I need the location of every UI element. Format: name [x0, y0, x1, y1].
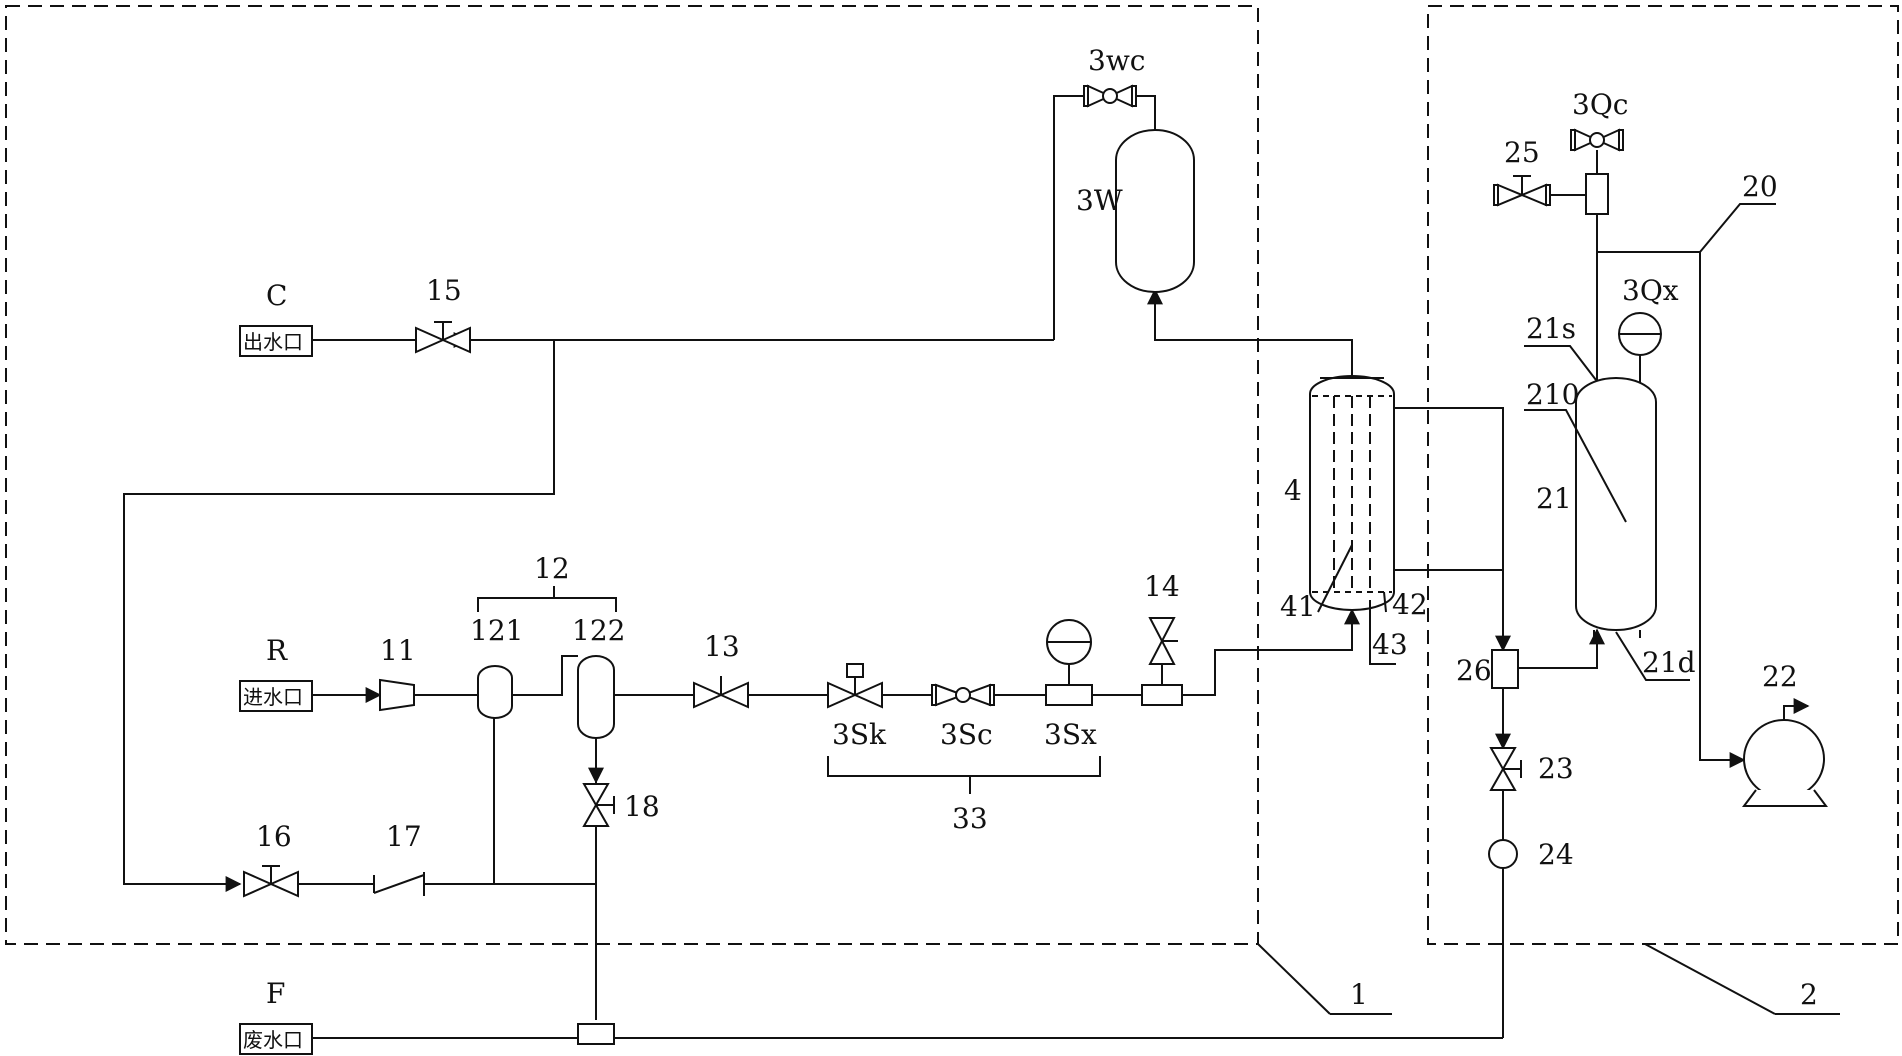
reducer-11: [379, 678, 415, 712]
inlet-port-letter: R: [266, 634, 288, 667]
label-21s: 21s: [1526, 312, 1576, 345]
label-16: 16: [256, 820, 292, 853]
label-4: 4: [1284, 474, 1302, 507]
waste-port-text: 废水口: [243, 1028, 303, 1052]
valve-16: [243, 865, 299, 898]
label-210: 210: [1526, 378, 1579, 411]
waste-tee: [577, 1023, 615, 1045]
flow-restrictor-24: [1488, 839, 1518, 869]
label-21: 21: [1536, 482, 1572, 515]
label-11: 11: [380, 634, 416, 667]
outlet-port-text: 出水口: [243, 330, 303, 354]
label-1: 1: [1350, 978, 1368, 1011]
valve-3qc: [1570, 128, 1624, 174]
label-12: 12: [534, 552, 570, 585]
valve-15: [415, 321, 471, 354]
label-20: 20: [1742, 170, 1778, 203]
valve-3wc: [1083, 84, 1137, 108]
pipe-3wc-3w: [1132, 95, 1156, 130]
pipe-3w-membrane: [1154, 292, 1353, 376]
check-valve-17: [373, 872, 425, 896]
outlet-port-box: [239, 325, 313, 357]
label-3sk: 3Sk: [832, 718, 887, 751]
label-23: 23: [1538, 752, 1574, 785]
label-18: 18: [624, 790, 660, 823]
module-1-leader: [1257, 943, 1331, 1015]
label-26: 26: [1456, 654, 1492, 687]
waste-port-box: [239, 1023, 313, 1055]
pipe-26-tank: [1518, 630, 1598, 669]
tee-26: [1491, 649, 1519, 689]
valve-13: [693, 676, 749, 709]
valve-18: [582, 783, 615, 827]
label-3qx: 3Qx: [1622, 274, 1679, 307]
label-121: 121: [470, 614, 523, 647]
waste-port-letter: F: [266, 977, 285, 1010]
valve-23: [1489, 747, 1522, 791]
label-3w: 3W: [1076, 184, 1123, 217]
label-122: 122: [572, 614, 625, 647]
inlet-port-box: [239, 680, 313, 712]
label-43: 43: [1372, 628, 1408, 661]
tank-3w: [1115, 129, 1195, 293]
pipe-recirc: [123, 340, 555, 885]
label-21d: 21d: [1642, 646, 1696, 679]
label-22: 22: [1762, 660, 1798, 693]
label-3sc: 3Sc: [940, 718, 993, 751]
pump-22: [1742, 698, 1828, 807]
label-14: 14: [1144, 570, 1180, 603]
module-2-boundary: [1427, 5, 1899, 945]
label-25: 25: [1504, 136, 1540, 169]
label-17: 17: [386, 820, 422, 853]
label-41: 41: [1280, 590, 1316, 623]
label-2: 2: [1800, 978, 1818, 1011]
valve-25: [1493, 175, 1551, 207]
membrane-4: [1309, 375, 1395, 611]
label-24: 24: [1538, 838, 1574, 871]
label-42: 42: [1392, 588, 1428, 621]
pipe-membrane-upper: [1394, 407, 1504, 648]
bracket-12: [477, 586, 617, 612]
label-13: 13: [704, 630, 740, 663]
valve-14: [1141, 617, 1183, 706]
bracket-33: [827, 756, 1101, 794]
module-2-leader: [1644, 943, 1776, 1015]
leader-20: [1699, 203, 1776, 253]
filter-122: [577, 655, 615, 739]
inlet-port-text: 进水口: [243, 685, 303, 709]
valve-3sc: [931, 683, 995, 707]
label-3qc: 3Qc: [1572, 88, 1628, 121]
valve-3sk: [827, 663, 883, 709]
outlet-port-letter: C: [266, 279, 287, 312]
label-33: 33: [952, 802, 988, 835]
filter-121: [477, 665, 513, 719]
label-3sx: 3Sx: [1044, 718, 1097, 751]
label-3wc: 3wc: [1088, 44, 1145, 77]
gauge-3qx: [1618, 312, 1662, 356]
tee-top: [1585, 173, 1609, 215]
pipe-to-3wc: [1053, 95, 1088, 340]
sensor-3sx: [1045, 619, 1093, 706]
label-15: 15: [426, 274, 462, 307]
